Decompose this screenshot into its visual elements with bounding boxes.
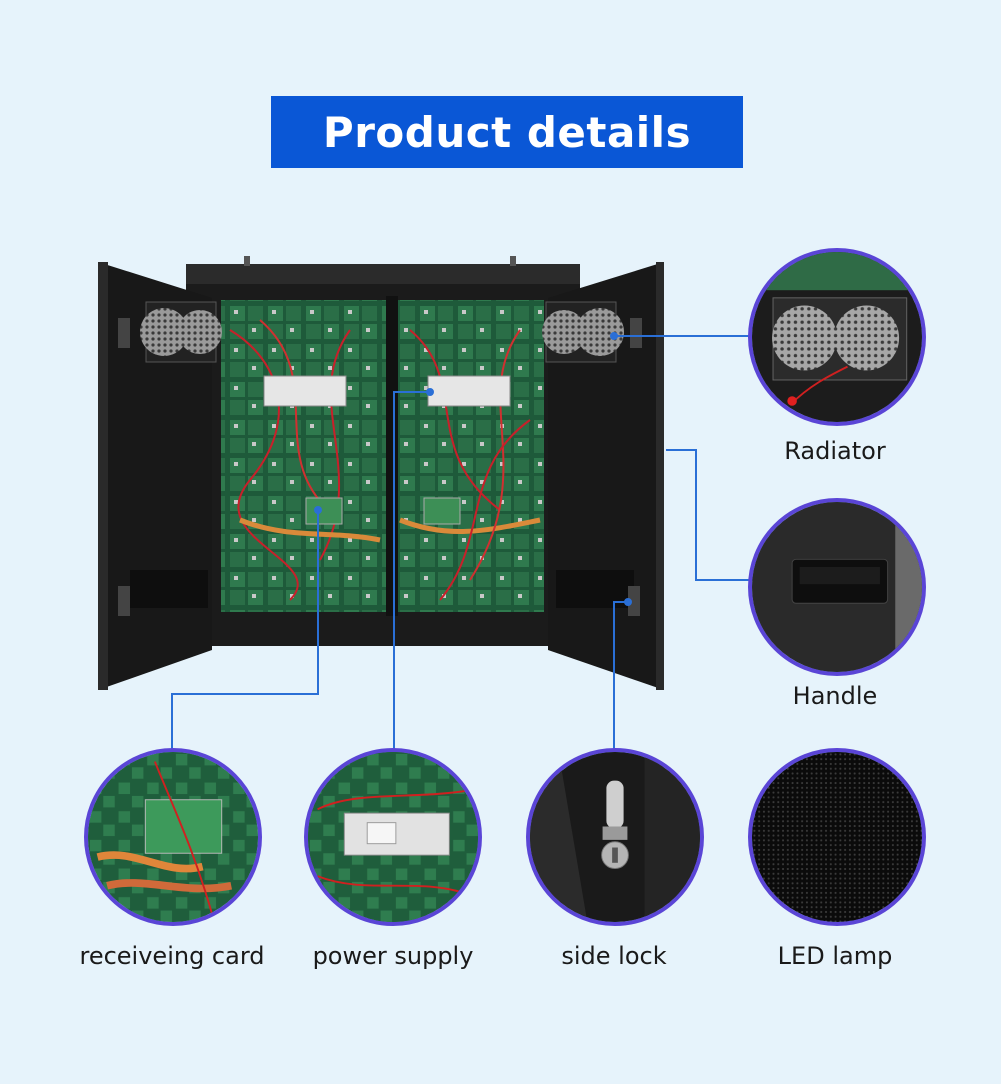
receiving-card-label: receiveing card [79,942,265,970]
side-lock-detail-image [526,748,704,926]
power-supply-detail-image [304,748,482,926]
receiving-card-detail-image [84,748,262,926]
page-title: Product details [322,107,692,157]
led-lamp-label: LED lamp [777,942,893,970]
title-banner: Product details [271,96,743,168]
led-lamp-detail-image [748,748,926,926]
radiator-label: Radiator [784,437,886,465]
radiator-detail-image [748,248,926,426]
side-lock-label: side lock [561,942,667,970]
handle-label: Handle [792,682,878,710]
power-supply-label: power supply [312,942,474,970]
handle-detail-image [748,498,926,676]
